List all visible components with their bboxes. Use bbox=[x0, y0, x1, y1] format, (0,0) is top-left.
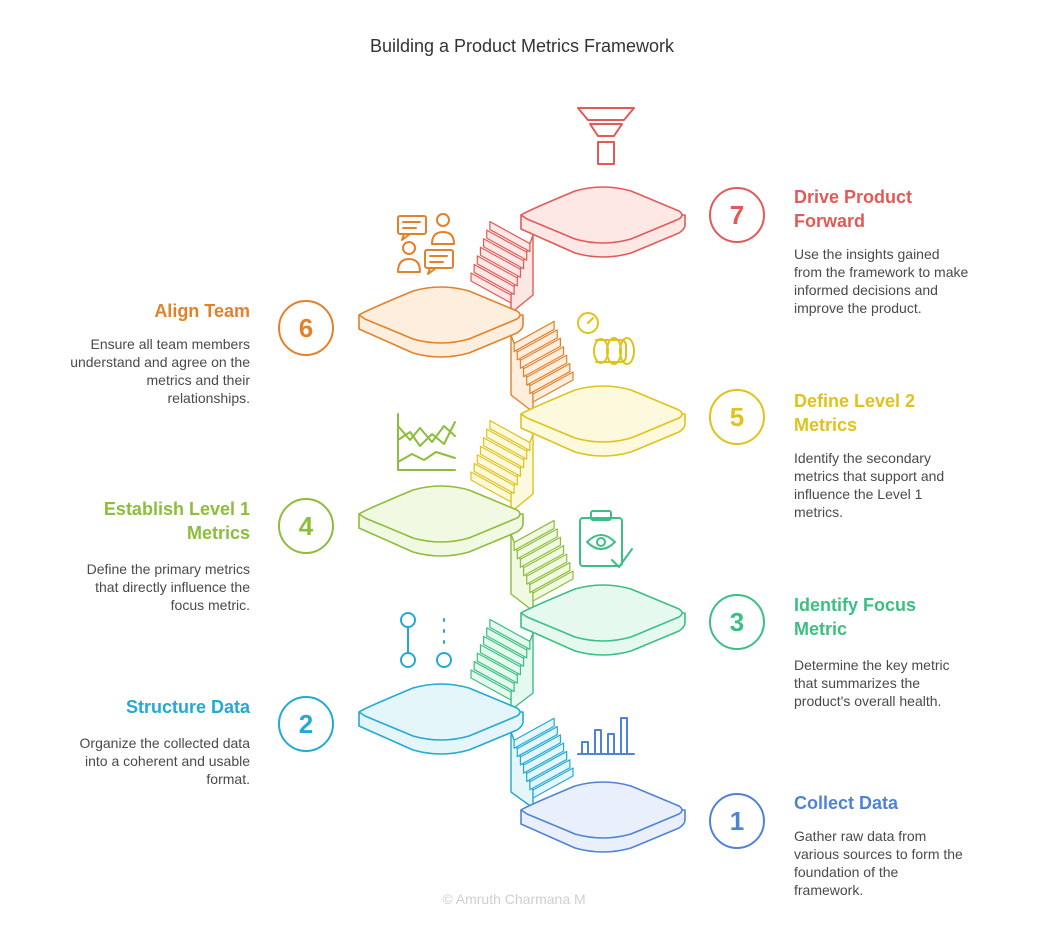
step-7-number: 7 bbox=[729, 199, 745, 230]
stairs-3 bbox=[470, 618, 534, 711]
stairs-5 bbox=[470, 419, 534, 513]
step-5-heading: Define Level 2 Metrics bbox=[794, 391, 916, 435]
funnel-icon bbox=[577, 107, 635, 165]
step-5-number: 5 bbox=[729, 401, 745, 432]
icons bbox=[397, 107, 635, 755]
step-6-description: Ensure all team members understand and a… bbox=[70, 336, 250, 406]
step-2-number: 2 bbox=[298, 708, 314, 739]
step-3-description: Determine the key metric that summarizes… bbox=[794, 657, 950, 709]
step-5-badge: 5 bbox=[709, 389, 765, 445]
landing-5-top bbox=[520, 385, 683, 443]
step-1-heading: Collect Data bbox=[794, 793, 899, 813]
landing-3-top bbox=[520, 584, 683, 642]
step-7-heading: Drive Product Forward bbox=[794, 187, 913, 231]
line-chart-icon bbox=[397, 413, 456, 471]
step-3-heading: Identify Focus Metric bbox=[794, 595, 917, 639]
step-3-number: 3 bbox=[729, 606, 745, 637]
landing-2-top bbox=[358, 683, 521, 741]
step-1-description: Gather raw data from various sources to … bbox=[794, 828, 963, 898]
landing-1-top bbox=[520, 781, 683, 839]
step-5-description: Identify the secondary metrics that supp… bbox=[794, 450, 945, 520]
stairs-6 bbox=[510, 320, 574, 413]
page-title: Building a Product Metrics Framework bbox=[369, 36, 675, 56]
stairs-7 bbox=[470, 220, 534, 314]
landing-4-top bbox=[358, 485, 521, 543]
step-4-number: 4 bbox=[298, 510, 314, 541]
step-6-badge: 6 bbox=[278, 300, 334, 356]
step-1-badge: 1 bbox=[709, 793, 765, 849]
stairs-4 bbox=[510, 519, 574, 612]
step-4-description: Define the primary metrics that directly… bbox=[86, 561, 250, 613]
step-4-heading: Establish Level 1 Metrics bbox=[103, 499, 250, 543]
step-7-description: Use the insights gained from the framewo… bbox=[794, 246, 969, 316]
credit-watermark: © Amruth Charmana M bbox=[442, 891, 586, 907]
node-connector-icon bbox=[400, 612, 452, 668]
staircase bbox=[358, 186, 686, 853]
step-2-description: Organize the collected data into a coher… bbox=[79, 735, 250, 787]
landing-7-top bbox=[520, 186, 683, 244]
landing-6-top bbox=[358, 286, 521, 344]
step-7-badge: 7 bbox=[709, 187, 765, 243]
bar-chart-icon bbox=[577, 717, 635, 755]
step-3-badge: 3 bbox=[709, 594, 765, 650]
team-discussion-icon bbox=[397, 213, 455, 275]
gauge-pipe-icon bbox=[577, 312, 635, 365]
step-4-badge: 4 bbox=[278, 498, 334, 554]
stairs-2 bbox=[510, 717, 574, 809]
clipboard-eye-icon bbox=[579, 510, 633, 568]
step-6-number: 6 bbox=[298, 312, 314, 343]
step-1-number: 1 bbox=[729, 805, 745, 836]
step-2-heading: Structure Data bbox=[125, 697, 250, 717]
step-2-badge: 2 bbox=[278, 696, 334, 752]
step-6-heading: Align Team bbox=[154, 301, 250, 321]
